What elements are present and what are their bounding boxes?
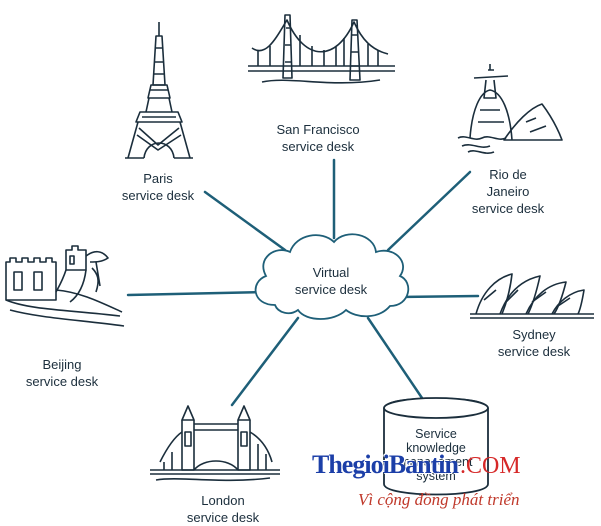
- connector-knowledge: [366, 316, 424, 400]
- watermark-brand-suffix: .COM: [459, 453, 521, 479]
- connector-rio: [386, 170, 472, 252]
- cloud-hub-icon: [254, 233, 410, 320]
- connector-london: [230, 316, 300, 407]
- hub-label: Virtual service desk: [294, 265, 368, 297]
- great-wall-icon: [5, 245, 125, 327]
- watermark-slogan: Vì cộng đồng phát triển: [358, 490, 520, 509]
- database-cylinder-icon: [383, 397, 489, 496]
- rio-label: Rio de Janeiro service desk: [471, 167, 545, 216]
- london-label: London service desk: [186, 493, 260, 525]
- sydney-opera-house-icon: [470, 273, 594, 319]
- eiffel-tower-icon: [125, 22, 193, 159]
- tower-bridge-icon: [150, 405, 280, 482]
- connector-sydney: [396, 294, 480, 299]
- beijing-label: Beijing service desk: [25, 357, 99, 389]
- knowledge-system-label: Service knowledge management system: [399, 427, 473, 483]
- connector-paris: [203, 190, 287, 252]
- watermark-brand: ThegioiBantin.COM: [312, 450, 521, 480]
- san-francisco-label: San Francisco service desk: [276, 122, 360, 154]
- connector-beijing: [126, 290, 270, 297]
- sydney-label: Sydney service desk: [497, 327, 571, 359]
- christ-the-redeemer-icon: [457, 64, 563, 154]
- watermark-brand-name: ThegioiBantin: [312, 450, 459, 479]
- golden-gate-bridge-icon: [248, 14, 395, 84]
- paris-label: Paris service desk: [121, 171, 195, 203]
